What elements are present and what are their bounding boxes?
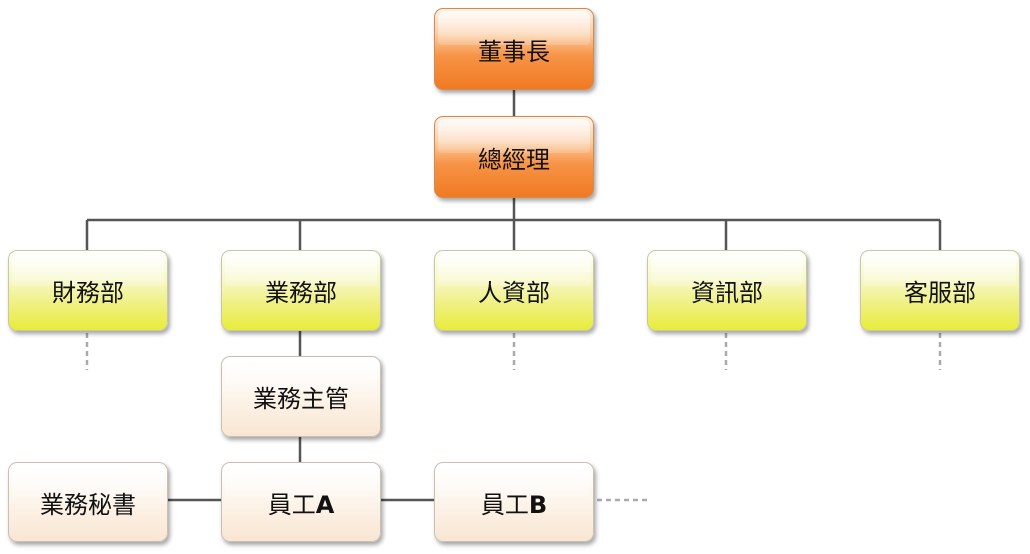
node-employee-b-label-cjk: 員工	[480, 490, 529, 519]
node-department-hr-label: 人資部	[478, 279, 550, 307]
node-department-customer-service-label: 客服部	[904, 279, 976, 307]
node-chairman-label: 董事長	[478, 37, 550, 66]
node-department-finance-label: 財務部	[52, 279, 124, 307]
node-employee-b-label: 員工B	[481, 485, 547, 520]
node-department-sales: 業務部	[221, 250, 381, 331]
node-sales-secretary-label: 業務秘書	[40, 490, 136, 519]
node-sales-manager: 業務主管	[221, 356, 381, 437]
node-employee-a-label-latin: A	[315, 490, 335, 519]
node-employee-b: 員工B	[434, 462, 594, 542]
node-department-finance: 財務部	[8, 250, 168, 331]
node-department-it: 資訊部	[647, 250, 807, 331]
node-department-it-label: 資訊部	[691, 279, 763, 307]
node-department-customer-service: 客服部	[860, 250, 1020, 331]
node-general-manager: 總經理	[434, 116, 594, 198]
node-employee-a-label-cjk: 員工	[267, 490, 316, 519]
node-sales-secretary: 業務秘書	[8, 462, 168, 542]
node-department-sales-label: 業務部	[265, 279, 337, 307]
node-chairman: 董事長	[434, 8, 594, 90]
node-employee-a: 員工A	[221, 462, 381, 542]
node-sales-manager-label: 業務主管	[253, 385, 349, 413]
node-employee-b-label-latin: B	[528, 490, 548, 519]
node-department-hr: 人資部	[434, 250, 594, 331]
node-general-manager-label: 總經理	[478, 145, 550, 174]
node-employee-a-label: 員工A	[268, 485, 335, 520]
